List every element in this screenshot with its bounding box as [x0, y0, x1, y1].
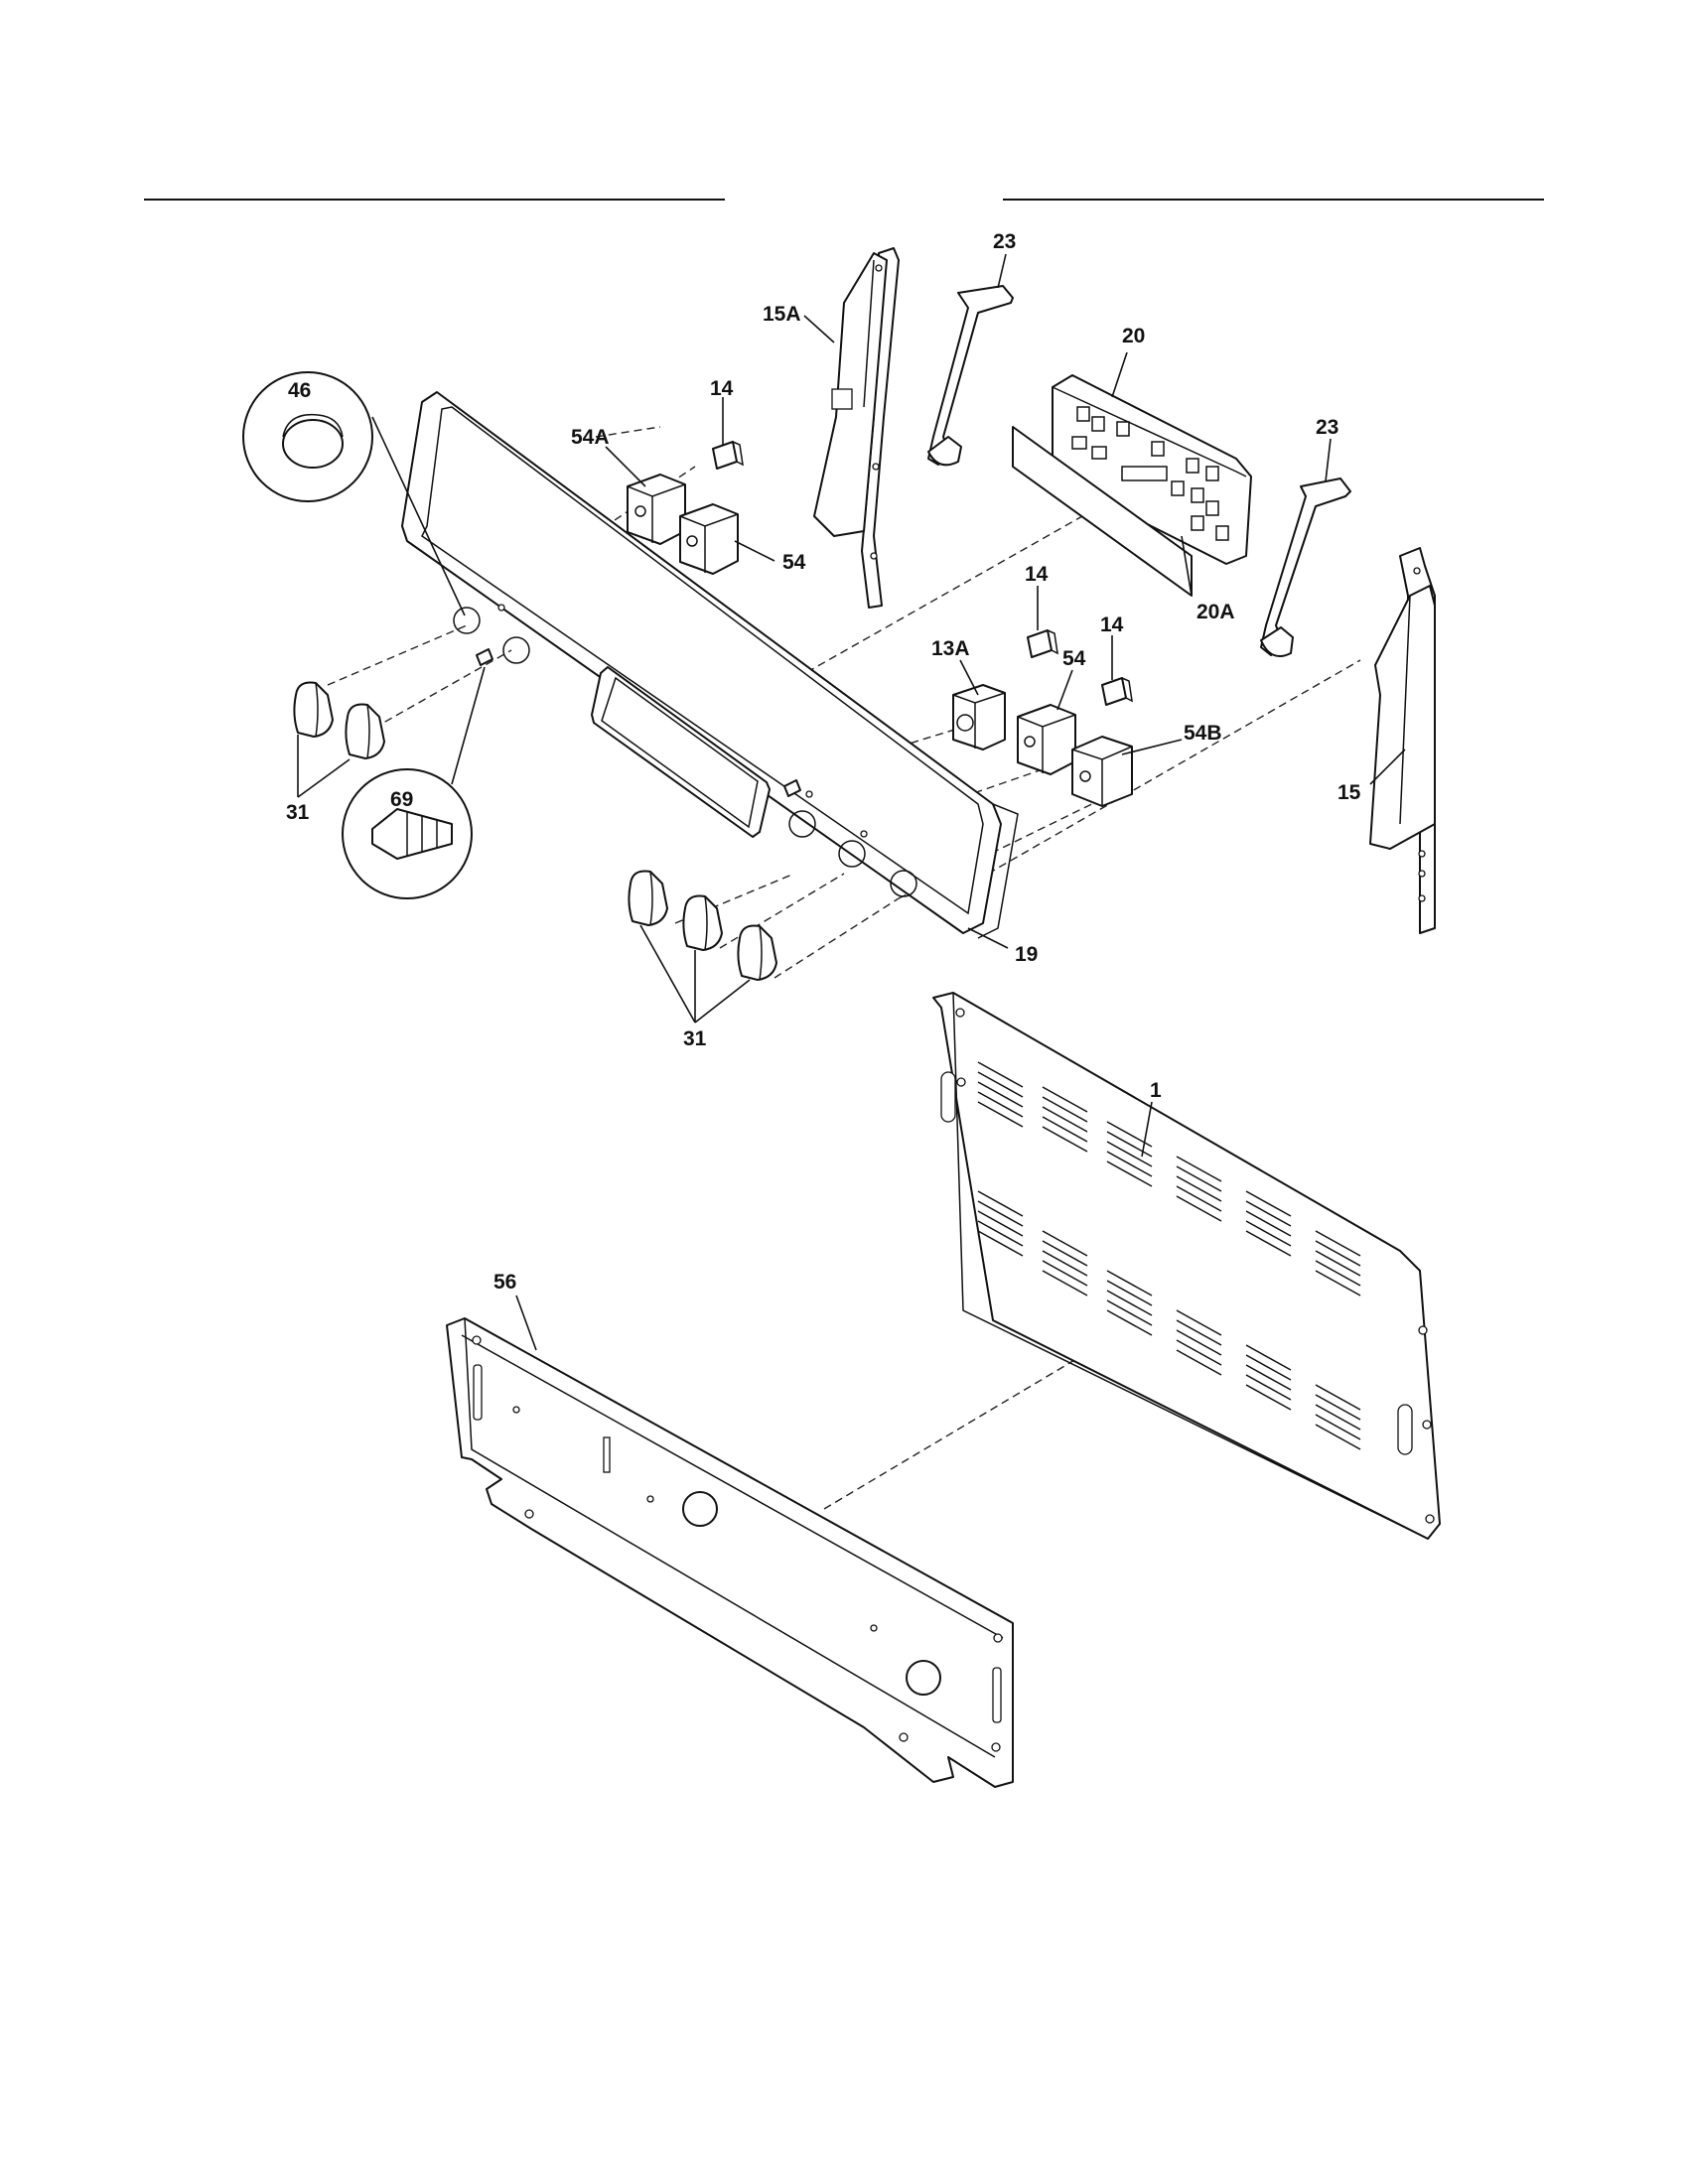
label-13a: 13A	[931, 637, 970, 660]
knob-31-left-a	[293, 681, 334, 738]
label-15a: 15A	[763, 303, 801, 326]
label-20a: 20A	[1196, 601, 1235, 623]
infinite-switch-54-top	[679, 503, 739, 575]
switch-13a	[952, 684, 1006, 751]
knob-31-left-b	[345, 703, 385, 759]
label-20: 20	[1122, 325, 1145, 347]
label-1: 1	[1150, 1079, 1162, 1102]
switch-14-mid	[1027, 629, 1058, 658]
infinite-switch-54b	[1071, 736, 1133, 807]
label-14-right: 14	[1100, 614, 1124, 636]
label-31-bottom: 31	[683, 1027, 707, 1050]
label-54-top: 54	[782, 551, 806, 574]
screw-69-a	[476, 648, 493, 666]
label-54-mid: 54	[1062, 647, 1086, 670]
label-56: 56	[493, 1271, 516, 1294]
screw-69-b	[783, 779, 801, 797]
callout-46	[242, 371, 466, 616]
knob-31-bottom-b	[682, 894, 723, 951]
end-clip-23-left	[927, 285, 1014, 467]
label-46: 46	[288, 379, 311, 402]
infinite-switch-54-mid	[1017, 704, 1076, 775]
switch-14-right	[1101, 677, 1133, 706]
label-23-right: 23	[1316, 416, 1338, 439]
switch-14-top	[712, 441, 744, 470]
label-14-top: 14	[710, 377, 734, 400]
lower-panel-56	[446, 1317, 1014, 1788]
callout-69	[342, 666, 486, 899]
knob-31-bottom-c	[737, 924, 777, 981]
label-19: 19	[1015, 943, 1038, 966]
label-54a: 54A	[571, 426, 610, 449]
label-69: 69	[390, 788, 413, 811]
side-bracket-15	[1369, 547, 1436, 934]
knob-31-bottom-a	[628, 870, 668, 926]
leader-lines	[297, 253, 1406, 1351]
label-31-left: 31	[286, 801, 310, 824]
back-panel-1	[932, 992, 1441, 1540]
control-panel-19	[401, 391, 1019, 939]
side-bracket-15a	[813, 247, 900, 609]
louvers	[977, 1061, 1361, 1450]
label-54b: 54B	[1184, 722, 1222, 745]
label-15: 15	[1337, 781, 1361, 804]
infinite-switch-54a	[627, 474, 686, 545]
label-14-mid: 14	[1025, 563, 1049, 586]
part-labels: 23 15A 20 14 54A 23 46 54 14 20A 14 13A …	[286, 230, 1361, 1294]
label-23-left: 23	[993, 230, 1016, 253]
end-clip-23-right	[1260, 478, 1351, 657]
